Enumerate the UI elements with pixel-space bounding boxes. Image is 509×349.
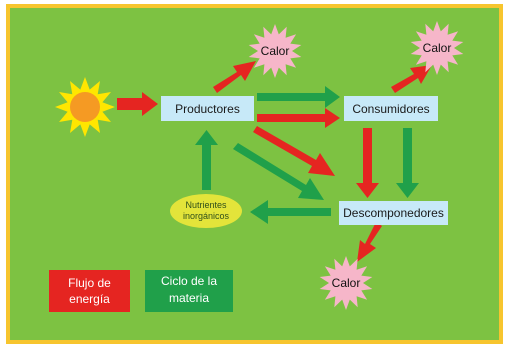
arrow-matter-productores-to-descomponedores [233, 143, 324, 200]
node-nutrientes-label-line2: inorgánicos [183, 211, 230, 221]
calor-starburst-bottom [319, 256, 373, 310]
calor-starburst-top-left [248, 24, 302, 78]
calor-label-top-right: Calor [423, 41, 452, 55]
node-descomponedores-label: Descomponedores [343, 206, 444, 220]
calor-label-top-left: Calor [261, 44, 290, 58]
node-descomponedores-box [339, 201, 448, 225]
legend-energy-label-line2: energía [69, 292, 110, 306]
heat-starburst-icon: Calor [248, 24, 302, 78]
node-descomponedores: Descomponedores [339, 201, 448, 225]
arrow-energy-descomponedores-to-calor [357, 222, 382, 262]
arrow-energy-productores-to-descomponedores [253, 126, 335, 176]
legend-energy-swatch [49, 270, 130, 312]
calor-label-bottom: Calor [332, 276, 361, 290]
legend-matter-label-line2: materia [169, 291, 209, 305]
legend-matter-swatch [145, 270, 233, 312]
arrow-energy-productores-to-consumidores [257, 108, 340, 128]
legend-matter: Ciclo de la materia [145, 270, 233, 312]
arrow-energy-consumidores-to-calor [391, 65, 432, 93]
node-consumidores-box [344, 96, 438, 121]
arrow-energy-consumidores-to-descomponedores [356, 128, 379, 198]
legend-matter-label-line1: Ciclo de la [161, 274, 217, 288]
arrow-matter-consumidores-to-descomponedores [396, 128, 419, 198]
arrow-energy-productores-to-calor [213, 61, 256, 93]
arrow-matter-productores-to-consumidores [257, 86, 340, 108]
node-nutrientes-ellipse [170, 194, 242, 228]
calor-starburst-top-right [410, 21, 464, 75]
node-consumidores-label: Consumidores [352, 102, 429, 116]
node-productores-label: Productores [175, 102, 240, 116]
arrow-matter-descomponedores-to-nutrientes [250, 200, 331, 224]
legend-energy-label-line1: Flujo de [68, 276, 111, 290]
node-productores-box [161, 96, 254, 121]
heat-starburst-icon: Calor [410, 21, 464, 75]
node-nutrientes: Nutrientes inorgánicos [170, 194, 242, 228]
sun-core [70, 92, 100, 122]
sun-icon [55, 77, 115, 137]
node-consumidores: Consumidores [344, 96, 438, 121]
arrow-energy-sun-to-productores [117, 92, 158, 116]
arrow-matter-nutrientes-to-productores [195, 130, 218, 190]
legend-energy: Flujo de energía [49, 270, 130, 312]
node-nutrientes-label-line1: Nutrientes [185, 200, 227, 210]
heat-starburst-icon: Calor [319, 256, 373, 310]
node-productores: Productores [161, 96, 254, 121]
